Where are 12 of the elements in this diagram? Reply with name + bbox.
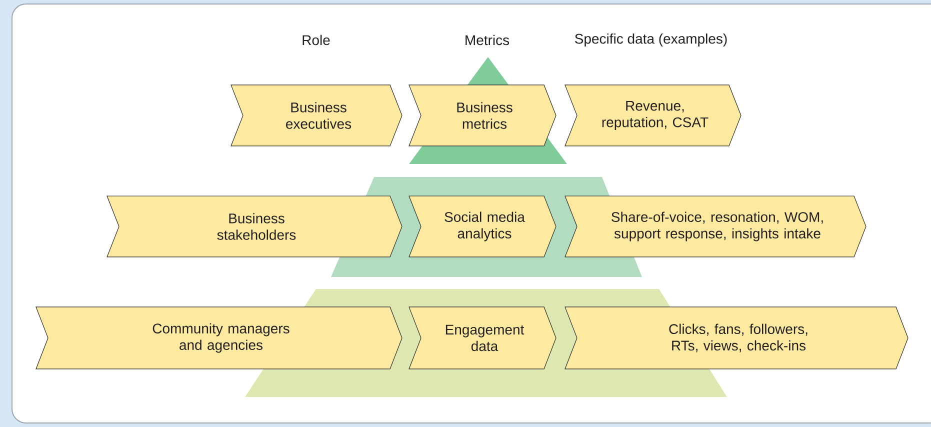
chevron-box: Business executives [230,84,402,146]
chevron-box: Social media analytics [408,196,556,258]
chevron-box: Clicks, fans, followers, RTs, views, check-ins [564,306,908,370]
chevron-box: Business stakeholders [106,196,402,258]
chevron-box: Revenue, reputation, CSAT [564,84,742,146]
chevron-box: Engagement data [408,306,556,370]
chevron-box: Community managers and agencies [36,306,402,370]
column-header: Specific data (examples) [575,33,727,46]
column-header: Role [302,34,330,46]
chevron-box: Business metrics [408,84,556,146]
chevron-box: Share-of-voice, resonation, WOM, support response, insights intake [564,196,866,258]
column-header: Metrics [466,34,510,46]
